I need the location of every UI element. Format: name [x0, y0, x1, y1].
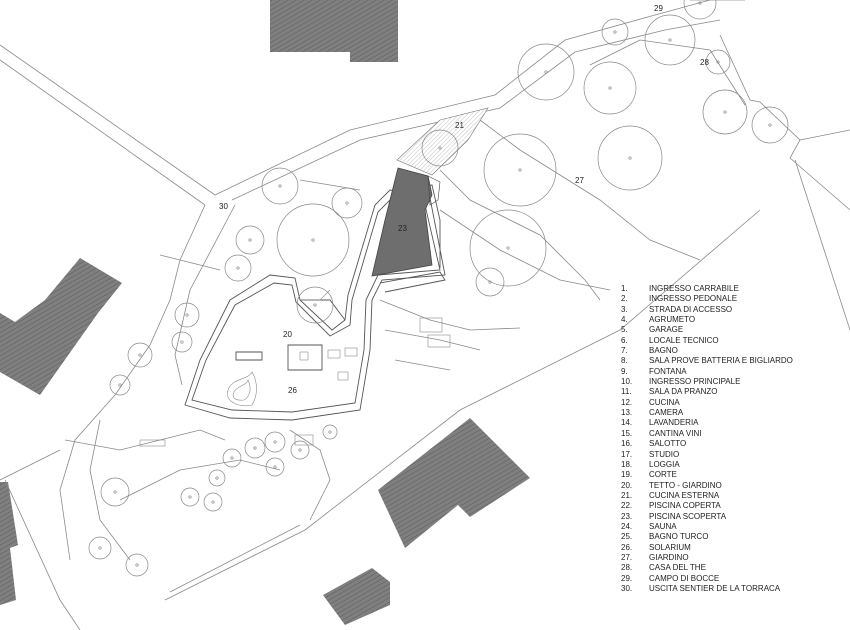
legend-item: 8.SALA PROVE BATTERIA E BIGLIARDO — [621, 356, 793, 366]
legend-item: 4.AGRUMETO — [621, 315, 696, 325]
legend-item: 1.INGRESSO CARRABILE — [621, 284, 739, 293]
legend-item: 11.SALA DA PRANZO — [621, 387, 718, 397]
outdoor-kitchen-21 — [396, 107, 489, 176]
legend-item: 10.INGRESSO PRINCIPALE — [621, 377, 741, 387]
neighbour-building-center — [378, 418, 530, 548]
legend-item: 3.STRADA DI ACCESSO — [621, 304, 733, 314]
plan-label-23: 23 — [398, 224, 407, 233]
legend-item: 17.STUDIO — [621, 449, 680, 459]
legend-item: 29.CAMPO DI BOCCE — [621, 573, 720, 583]
neighbour-buildings — [0, 0, 530, 625]
plan-label-21: 21 — [455, 121, 464, 130]
plan-label-27: 27 — [575, 176, 584, 185]
legend-item: 21.CUCINA ESTERNA — [621, 490, 720, 500]
legend-item: 27.GIARDINO — [621, 552, 689, 562]
plan-label-20: 20 — [283, 330, 292, 339]
legend-item: 24.SAUNA — [621, 521, 677, 531]
neighbour-building-bottom — [323, 568, 390, 625]
legend-item: 9.FONTANA — [621, 366, 687, 376]
plan-label-30: 30 — [219, 202, 228, 211]
neighbour-building-left — [0, 258, 122, 395]
legend-item: 6.LOCALE TECNICO — [621, 335, 719, 345]
pool-23 — [371, 167, 433, 277]
legend-item: 13.CAMERA — [621, 408, 684, 418]
tree-canopies — [88, 0, 789, 577]
legend-item: 23.PISCINA SCOPERTA — [621, 511, 727, 521]
legend-item: 20.TETTO - GIARDINO — [621, 480, 722, 490]
plan-label-29: 29 — [654, 4, 663, 13]
legend-item: 14.LAVANDERIA — [621, 418, 699, 428]
legend-item: 28.CASA DEL THE — [621, 563, 706, 573]
plan-label-28: 28 — [700, 58, 709, 67]
neighbour-building-edge — [0, 482, 18, 605]
legend-item: 7.BAGNO — [621, 346, 678, 356]
pool-edge — [427, 175, 441, 206]
plan-label-26: 26 — [288, 386, 297, 395]
legend-item: 16.SALOTTO — [621, 439, 687, 449]
legend-item: 2.INGRESSO PEDONALE — [621, 294, 738, 304]
legend-item: 15.CANTINA VINI — [621, 428, 702, 438]
legend-item: 25.BAGNO TURCO — [621, 532, 709, 542]
garden-details — [139, 289, 451, 447]
legend-item: 18.LOGGIA — [621, 459, 680, 469]
legend-item: 19.CORTE — [621, 470, 677, 480]
legend-list: 1.INGRESSO CARRABILE 2.INGRESSO PEDONALE… — [621, 284, 846, 594]
neighbour-building-top — [270, 0, 398, 62]
legend-item: 30.USCITA SENTIER DE LA TORRACA — [621, 583, 781, 593]
legend-item: 12.CUCINA — [621, 397, 680, 407]
legend-item: 5.GARAGE — [621, 325, 684, 335]
legend-item: 26.SOLARIUM — [621, 542, 691, 552]
legend-item: 22.PISCINA COPERTA — [621, 501, 721, 511]
